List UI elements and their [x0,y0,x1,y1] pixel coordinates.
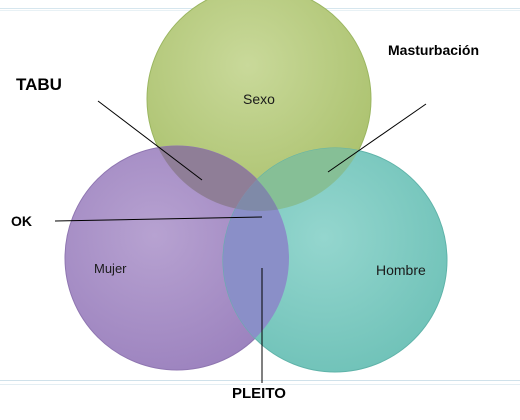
callout-line-masturbacion [327,103,427,173]
overlap-sexo-mujer [147,146,289,211]
callout-pleito: PLEITO [232,385,286,402]
callout-tabu: TABU [16,75,62,94]
callout-line-ok [54,216,263,222]
circle-label-hombre: Hombre [376,262,426,278]
bottom-divider-secondary [0,384,520,385]
callout-ok: OK [11,213,32,229]
circle-label-sexo: Sexo [243,91,275,107]
bottom-divider [0,380,520,381]
callout-masturbacion: Masturbación [388,42,480,58]
circle-label-mujer: Mujer [94,261,127,276]
overlap-sexo-hombre [223,148,371,211]
callout-line-tabu [97,100,203,181]
